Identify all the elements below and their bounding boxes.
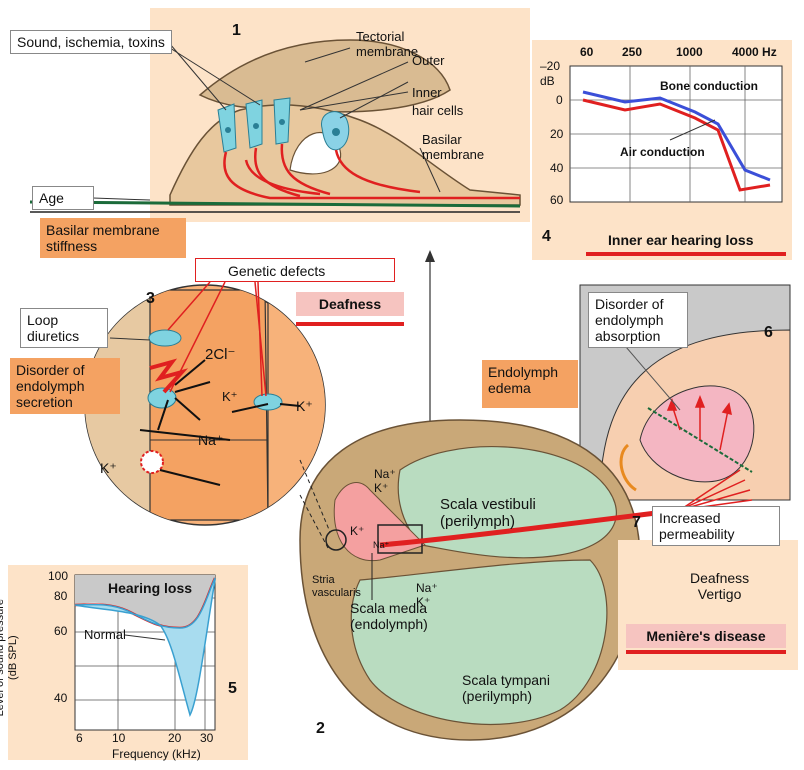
- disorder-secretion-box: Disorder of endolymph secretion: [10, 358, 120, 414]
- ion-k-2: K⁺: [296, 398, 313, 414]
- permeability-label: Increased permeability: [659, 510, 734, 542]
- db-tick-neg20: –20: [540, 60, 560, 74]
- panel1-number: 1: [232, 22, 241, 40]
- x-tick-10: 10: [112, 732, 125, 746]
- bone-conduction-label: Bone conduction: [660, 80, 758, 94]
- db-tick-60: 60: [550, 194, 563, 208]
- menieres-box: Menière's disease: [626, 624, 786, 648]
- cause-label-box: Sound, ischemia, toxins: [10, 30, 172, 54]
- normal-label: Normal: [84, 628, 126, 643]
- scala-vestibuli-label: Scala vestibuli (perilymph): [440, 496, 536, 531]
- ion-k-3: K⁺: [100, 460, 117, 476]
- genetic-defects-box: Genetic defects: [195, 258, 395, 282]
- y-tick-40: 40: [54, 692, 67, 706]
- na-plus-small: Na⁺: [373, 540, 389, 550]
- scala-media-label: Scala media (endolymph): [350, 600, 428, 632]
- k-channel: [254, 394, 282, 410]
- transporter-2: [148, 388, 176, 408]
- genetic-defects-label: Genetic defects: [228, 263, 325, 279]
- menieres-label: Menière's disease: [646, 628, 765, 644]
- panel4-number: 4: [542, 228, 551, 246]
- panel4-title: Inner ear hearing loss: [608, 232, 754, 248]
- panel5-ylabel: Level of sound pressure (dB SPL): [0, 599, 19, 716]
- y-tick-100: 100: [48, 570, 68, 584]
- x-tick-30: 30: [200, 732, 213, 746]
- ion-na: Na⁺: [198, 432, 223, 448]
- stiffness-label: Basilar membrane stiffness: [46, 222, 160, 254]
- outer-label: Outer: [412, 54, 445, 69]
- panel7-number: 7: [632, 514, 641, 532]
- basilar-membrane-label: Basilar membrane: [422, 133, 484, 163]
- tectorial-membrane-label: Tectorial membrane: [356, 30, 418, 60]
- symptoms-label: Deafness Vertigo: [690, 570, 749, 602]
- freq-tick-60: 60: [580, 46, 593, 60]
- db-tick-40: 40: [550, 162, 563, 176]
- na-k-top: Na⁺ K⁺: [374, 468, 396, 496]
- loop-diuretics-box: Loop diuretics: [20, 308, 108, 348]
- panel6-number: 6: [764, 324, 773, 342]
- menieres-underline: [626, 650, 786, 654]
- scala-tympani-label: Scala tympani (perilymph): [462, 672, 550, 704]
- edema-label: Endolymph edema: [488, 364, 558, 396]
- age-box: Age: [32, 186, 94, 210]
- y-tick-60: 60: [54, 625, 67, 639]
- deafness-underline: [296, 322, 404, 326]
- freq-tick-4000: 4000 Hz: [732, 46, 777, 60]
- freq-tick-250: 250: [622, 46, 642, 60]
- db-tick-20: 20: [550, 128, 563, 142]
- edema-box: Endolymph edema: [482, 360, 578, 408]
- stiffness-box: Basilar membrane stiffness: [40, 218, 186, 258]
- arrow-up-icon: [425, 250, 435, 262]
- na-k-pump: [141, 451, 163, 473]
- loop-diuretics-label: Loop diuretics: [27, 312, 79, 344]
- deafness-box: Deafness: [296, 292, 404, 316]
- panel5-number: 5: [228, 680, 237, 698]
- db-unit: dB: [540, 75, 555, 89]
- ion-2cl: 2Cl⁻: [205, 346, 235, 363]
- k-plus-label: K⁺: [350, 525, 364, 539]
- freq-tick-1000: 1000: [676, 46, 703, 60]
- x-tick-6: 6: [76, 732, 83, 746]
- disorder-absorption-box: Disorder of endolymph absorption: [588, 292, 688, 348]
- panel2-number: 2: [316, 720, 325, 738]
- disorder-secretion-label: Disorder of endolymph secretion: [16, 362, 85, 410]
- panel3-number: 3: [146, 290, 155, 308]
- hearing-loss-title: Hearing loss: [108, 580, 192, 596]
- age-label: Age: [39, 190, 64, 206]
- cause-label: Sound, ischemia, toxins: [17, 34, 165, 50]
- disorder-absorption-label: Disorder of endolymph absorption: [595, 296, 664, 344]
- db-tick-0: 0: [556, 94, 563, 108]
- permeability-box: Increased permeability: [652, 506, 780, 546]
- ion-k-1: K⁺: [222, 390, 238, 405]
- panel5-xlabel: Frequency (kHz): [112, 748, 201, 762]
- transporter-1: [149, 330, 181, 346]
- air-conduction-label: Air conduction: [620, 146, 705, 160]
- deafness-label: Deafness: [319, 296, 381, 312]
- inner-label: Inner: [412, 86, 442, 101]
- stria-vascularis-label: Stria vascularis: [312, 574, 361, 599]
- x-tick-20: 20: [168, 732, 181, 746]
- panel4-title-underline: [586, 252, 786, 256]
- hair-cells-label: hair cells: [412, 104, 463, 119]
- y-tick-80: 80: [54, 590, 67, 604]
